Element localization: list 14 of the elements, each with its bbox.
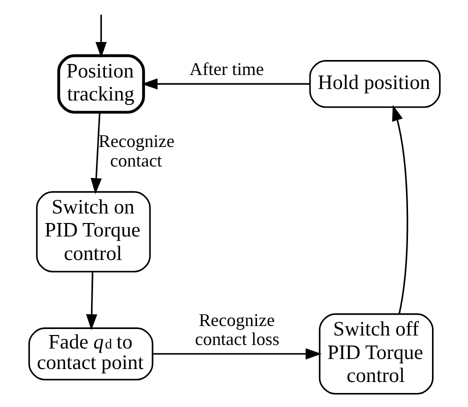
node-box: Position tracking [56,54,144,114]
arrow [141,78,310,90]
arrow [95,14,106,58]
node-box: Fade qd to contact point [28,327,153,380]
arrow [86,272,97,330]
edge-label: Recognize contact [98,131,174,170]
arrow [392,104,408,314]
edge-label: After time [189,59,264,80]
node-box: Hold position [308,60,440,108]
node-box: Switch on PID Torque control [36,191,150,272]
node-box: Switch off PID Torque control [318,313,434,395]
arrow [152,348,322,360]
edge-label: Recognize contact loss [194,310,279,350]
arrow [90,112,102,194]
